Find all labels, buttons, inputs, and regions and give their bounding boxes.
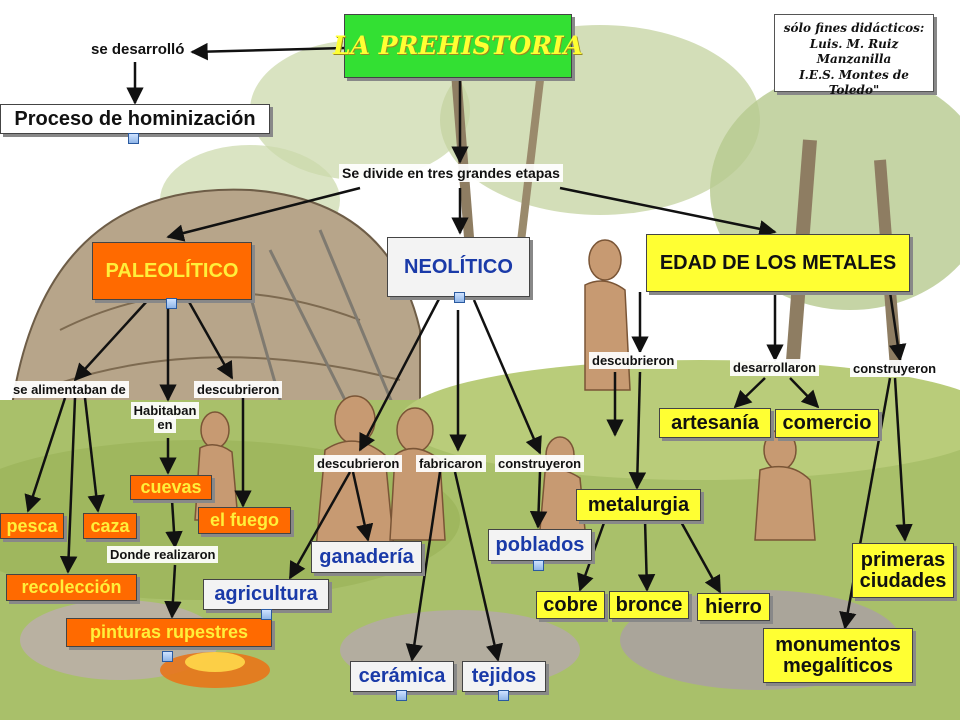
link-neo-construyeron: construyeron xyxy=(495,455,585,472)
link-met-construyeron: construyeron xyxy=(850,360,940,377)
image-link-icon[interactable] xyxy=(454,292,465,303)
image-link-icon[interactable] xyxy=(261,609,272,620)
node-comercio[interactable]: comercio xyxy=(775,409,879,438)
credit-line-1: sólo fines didácticos: xyxy=(783,21,925,35)
link-pal-descubrieron: descubrieron xyxy=(194,381,283,398)
image-link-icon[interactable] xyxy=(533,560,544,571)
node-hierro[interactable]: hierro xyxy=(697,593,770,621)
link-pal-donde: Donde realizaron xyxy=(107,546,219,563)
link-met-desarrollaron: desarrollaron xyxy=(730,359,820,376)
link-se-divide: Se divide en tres grandes etapas xyxy=(339,164,563,182)
node-cobre[interactable]: cobre xyxy=(536,591,605,619)
node-monumentos-megaliticos[interactable]: monumentos megalíticos xyxy=(763,628,913,683)
link-se-desarrollo: se desarrolló xyxy=(88,40,188,59)
node-paleolitico[interactable]: PALEOLÍTICO xyxy=(92,242,252,300)
node-metalurgia[interactable]: metalurgia xyxy=(576,489,701,521)
node-recoleccion[interactable]: recolección xyxy=(6,574,137,601)
image-link-icon[interactable] xyxy=(498,690,509,701)
node-bronce[interactable]: bronce xyxy=(609,591,689,619)
node-ganaderia[interactable]: ganadería xyxy=(311,541,422,573)
node-caza[interactable]: caza xyxy=(83,513,137,539)
credit-line-2: Luis. M. Ruiz Manzanilla xyxy=(809,36,899,67)
node-agricultura[interactable]: agricultura xyxy=(203,579,329,610)
node-pesca[interactable]: pesca xyxy=(0,513,64,539)
link-neo-fabricaron: fabricaron xyxy=(416,455,486,472)
link-met-descubrieron: descubrieron xyxy=(589,352,678,369)
node-poblados[interactable]: poblados xyxy=(488,529,592,561)
node-neolitico[interactable]: NEOLÍTICO xyxy=(387,237,530,297)
node-primeras-ciudades[interactable]: primeras ciudades xyxy=(852,543,954,598)
link-neo-descubrieron: descubrieron xyxy=(314,455,403,472)
node-edad-metales[interactable]: EDAD DE LOS METALES xyxy=(646,234,910,292)
credit-line-3: I.E.S. Montes de Toledo" xyxy=(799,67,909,98)
title-node[interactable]: LA PREHISTORIA xyxy=(333,14,583,78)
image-link-icon[interactable] xyxy=(396,690,407,701)
link-pal-alimentaban: se alimentaban de xyxy=(10,381,129,398)
node-artesania[interactable]: artesanía xyxy=(659,408,771,438)
node-fuego[interactable]: el fuego xyxy=(198,507,291,534)
title-text: LA PREHISTORIA xyxy=(333,30,583,60)
node-ceramica[interactable]: cerámica xyxy=(350,661,454,692)
image-link-icon[interactable] xyxy=(162,651,173,662)
image-link-icon[interactable] xyxy=(166,298,177,309)
credit-box: sólo fines didácticos: Luis. M. Ruiz Man… xyxy=(774,14,934,97)
node-pinturas-rupestres[interactable]: pinturas rupestres xyxy=(66,618,272,647)
node-cuevas[interactable]: cuevas xyxy=(130,475,212,500)
image-link-icon[interactable] xyxy=(128,133,139,144)
node-hominizacion[interactable]: Proceso de hominización xyxy=(0,104,270,134)
node-tejidos[interactable]: tejidos xyxy=(462,661,546,692)
